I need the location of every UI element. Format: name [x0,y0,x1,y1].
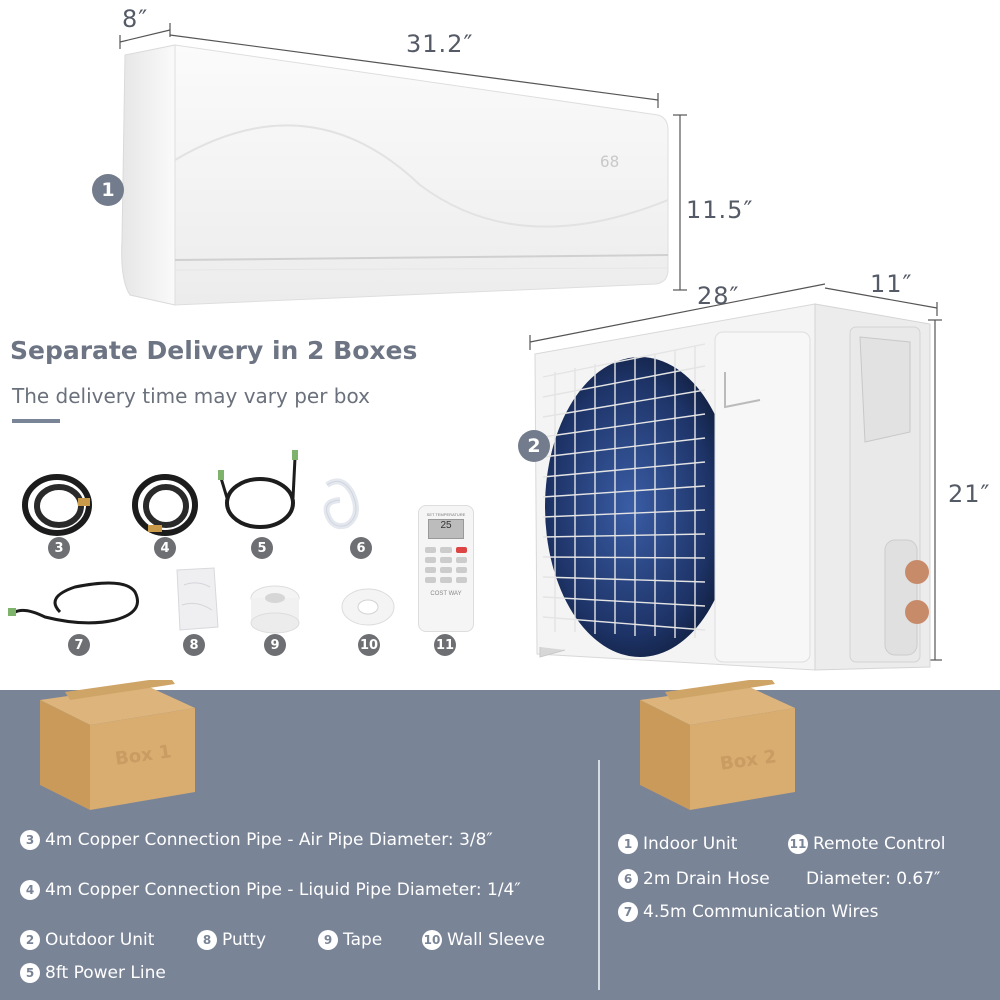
indoor-width-dimension: 31.2″ [406,30,474,58]
remote-control-image: SET TEMPERATURE 25 COST WAY [418,505,474,632]
box2-item: Diameter: 0.67″ [806,869,941,889]
remote-top-label: SET TEMPERATURE [426,512,466,517]
outdoor-height-dimension: 21″ [948,480,991,508]
copper-pipe-liquid-image [132,474,198,536]
outdoor-unit-illustration [529,283,942,671]
wall-sleeve-image [341,588,395,626]
panel-divider [598,760,600,990]
delivery-heading: Separate Delivery in 2 Boxes [10,336,418,365]
indoor-display: 68 [600,152,620,171]
box-1-image [40,680,195,810]
outdoor-unit-badge: 2 [518,430,550,462]
accessory-badge: 10 [358,634,380,656]
accessory-badge: 8 [183,634,205,656]
delivery-subheading: The delivery time may vary per box [12,384,370,408]
indoor-height-dimension: 11.5″ [686,196,754,224]
box-2-image [640,680,795,810]
power-line-image [218,450,298,529]
tape-image [250,585,300,634]
indoor-unit-badge: 1 [92,174,124,206]
heading-underline [12,419,60,423]
accessory-badge: 9 [264,634,286,656]
accessory-badge: 11 [434,634,456,656]
indoor-unit-illustration [119,23,687,306]
drain-hose-image [323,478,359,530]
accessory-badge: 4 [154,537,176,559]
accessory-badge: 3 [48,537,70,559]
putty-image [176,567,219,631]
accessory-badge: 5 [251,537,273,559]
accessory-badge: 6 [350,537,372,559]
accessory-badge: 7 [68,634,90,656]
outdoor-depth-dimension: 11″ [870,270,913,298]
remote-brand: COST WAY [430,591,462,597]
communication-wire-image [8,581,139,625]
outdoor-width-dimension: 28″ [697,282,740,310]
indoor-depth-dimension: 8″ [122,5,149,33]
copper-pipe-air-image [22,474,92,536]
remote-screen: 25 [428,519,464,539]
